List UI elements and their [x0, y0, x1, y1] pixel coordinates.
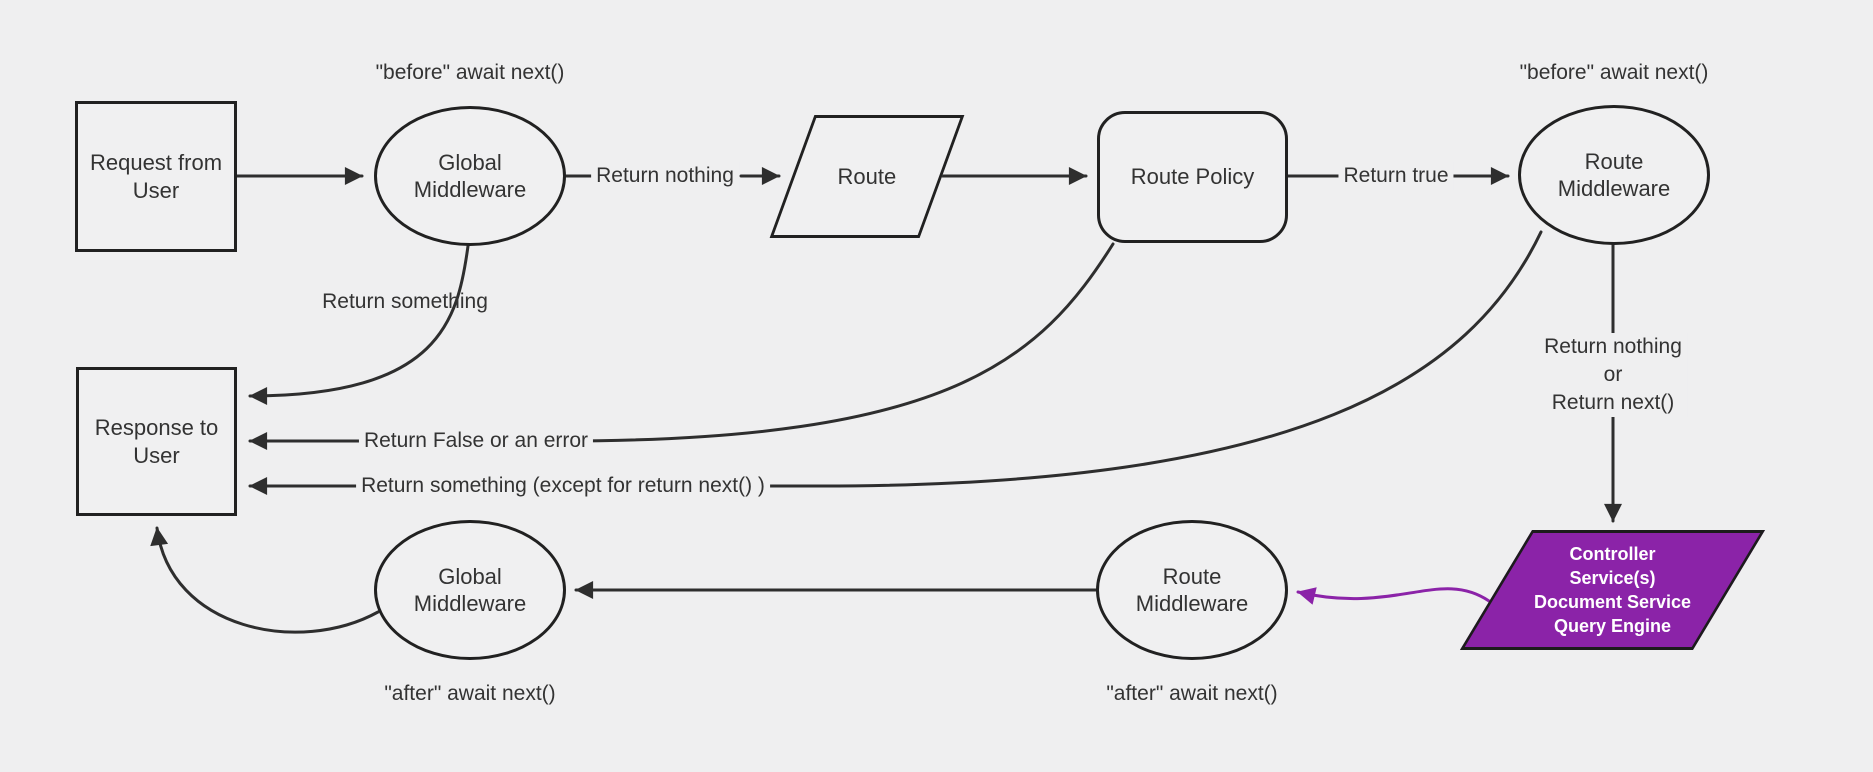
- node-global-middleware-top: Global Middleware: [374, 106, 566, 246]
- label-after-await-next-left: "after" await next(): [384, 682, 556, 705]
- node-route-middleware-top: Route Middleware: [1518, 105, 1710, 245]
- node-global-middleware-bottom-label: Global Middleware: [413, 563, 527, 617]
- node-global-middleware-bottom: Global Middleware: [374, 520, 566, 660]
- edge-return-something-except-to-response: [248, 230, 1543, 495]
- node-route-policy: Route Policy: [1097, 111, 1288, 243]
- node-route-middleware-bottom: Route Middleware: [1096, 520, 1288, 660]
- node-response-to-user-label: Response to User: [94, 415, 219, 468]
- node-request-from-user: Request from User: [75, 101, 237, 252]
- node-request-from-user-label: Request from User: [89, 150, 223, 203]
- edge-controller-to-route-middleware-bottom: [1296, 587, 1491, 605]
- label-return-nothing-or-next: Return nothing or Return next(): [1539, 333, 1687, 417]
- node-global-middleware-top-label: Global Middleware: [413, 149, 527, 203]
- node-controller-services-label: Controller Service(s) Document Service Q…: [1533, 544, 1692, 636]
- node-route-label: Route: [837, 163, 897, 189]
- node-route-middleware-top-label: Route Middleware: [1557, 148, 1671, 202]
- node-route-policy-label: Route Policy: [1130, 164, 1255, 190]
- edge-return-false-to-response: [248, 242, 1115, 450]
- node-controller-services: Controller Service(s) Document Service Q…: [1459, 530, 1766, 650]
- node-route-middleware-bottom-label: Route Middleware: [1135, 563, 1249, 617]
- label-return-nothing: Return nothing: [591, 162, 739, 190]
- edge-return-something-to-response: [248, 244, 470, 405]
- node-response-to-user: Response to User: [76, 367, 237, 516]
- label-return-true: Return true: [1338, 162, 1454, 190]
- label-return-something-except: Return something (except for return next…: [356, 472, 770, 500]
- label-return-something: Return something: [322, 290, 488, 313]
- label-before-await-next-left: "before" await next(): [375, 61, 565, 84]
- label-before-await-next-right: "before" await next(): [1519, 61, 1709, 84]
- label-after-await-next-right: "after" await next(): [1106, 682, 1278, 705]
- label-return-false-or-error: Return False or an error: [358, 427, 594, 455]
- edge-global-middleware-bottom-to-response: [150, 526, 380, 634]
